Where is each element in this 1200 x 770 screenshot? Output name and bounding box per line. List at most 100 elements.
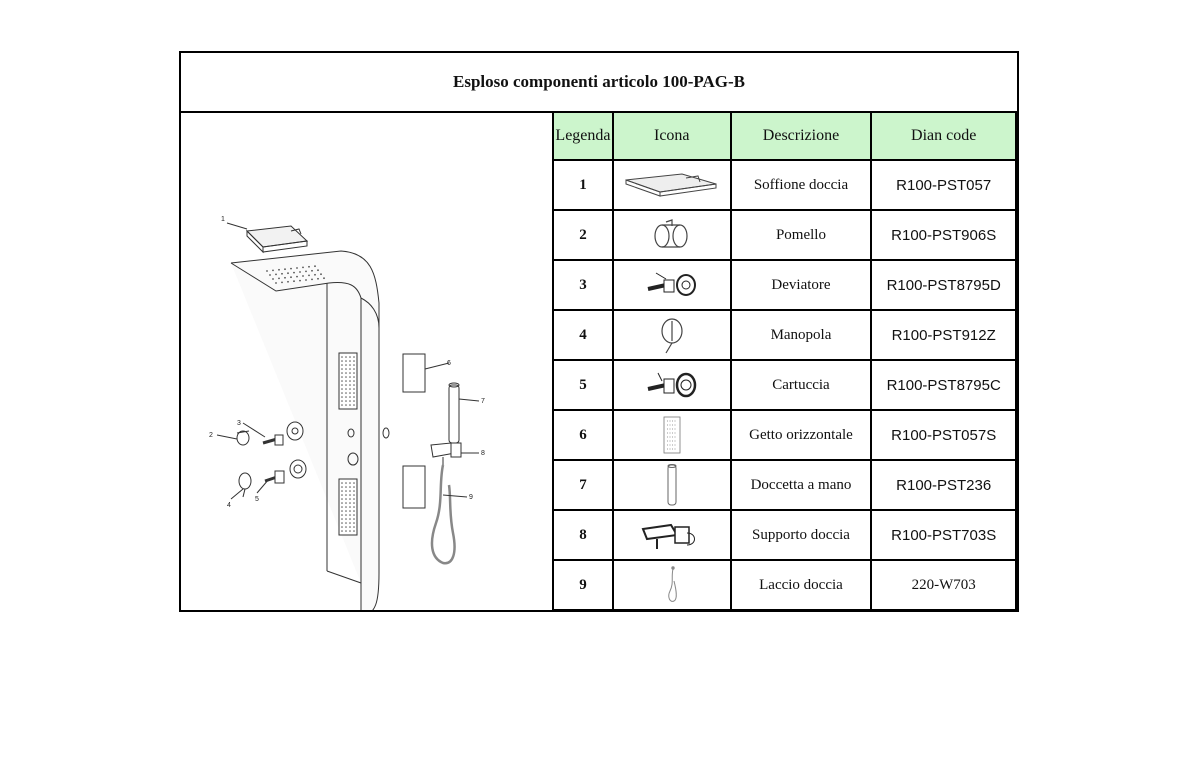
- nozzle-dot: [353, 392, 355, 394]
- nozzle-dot: [345, 368, 347, 370]
- nozzle-dot: [353, 518, 355, 520]
- nozzle-dot: [353, 498, 355, 500]
- nozzle-dot: [341, 368, 343, 370]
- nozzle-dot: [290, 276, 292, 279]
- nozzle-dot: [353, 482, 355, 484]
- nozzle-dot: [345, 490, 347, 492]
- nozzle-dot: [341, 360, 343, 362]
- nozzle-dot: [345, 356, 347, 358]
- nozzle-dot: [345, 514, 347, 516]
- shower-hose-icon: [668, 566, 677, 602]
- nozzle-dot: [349, 356, 351, 358]
- side-jet-icon: [663, 416, 681, 454]
- row-code: R100-PST912Z: [870, 309, 1017, 361]
- table-row: 2 Pomello R100-PST906S: [552, 209, 1017, 261]
- row-code: R100-PST057S: [870, 409, 1017, 461]
- nozzle-dot: [353, 404, 355, 406]
- nozzle-dot: [349, 368, 351, 370]
- nozzle-dot: [353, 364, 355, 366]
- nozzle-dot: [272, 269, 274, 272]
- nozzle-dot: [341, 490, 343, 492]
- nozzle-dot: [353, 380, 355, 382]
- header-dian-code: Dian code: [870, 111, 1017, 161]
- nozzle-dot: [353, 368, 355, 370]
- nozzle-dot: [341, 514, 343, 516]
- nozzle-dot: [341, 502, 343, 504]
- nozzle-dot: [349, 360, 351, 362]
- callout-8: 8: [481, 450, 485, 457]
- row-legend: 7: [552, 459, 614, 511]
- row-description: Getto orizzontale: [729, 409, 873, 461]
- table-row: 7 Doccetta a mano R100-PST236: [552, 459, 1017, 511]
- nozzle-dot: [353, 360, 355, 362]
- nozzle-dot: [345, 482, 347, 484]
- nozzle-dot: [349, 530, 351, 532]
- nozzle-dot: [341, 364, 343, 366]
- nozzle-dot: [341, 486, 343, 488]
- nozzle-dot: [345, 494, 347, 496]
- table-row: 5 Cartuccia R100-PST8795C: [552, 359, 1017, 411]
- nozzle-dot: [341, 498, 343, 500]
- nozzle-dot: [349, 522, 351, 524]
- nozzle-dot: [353, 526, 355, 528]
- nozzle-dot: [349, 372, 351, 374]
- nozzle-dot: [349, 506, 351, 508]
- exploded-drawing: 1 2 3 4 5 6 7 8 9: [181, 113, 552, 610]
- nozzle-dot: [317, 277, 319, 280]
- table-row: 4 Manopola R100-PST912Z: [552, 309, 1017, 361]
- nozzle-dot: [314, 265, 316, 268]
- nozzle-dot: [345, 396, 347, 398]
- row-legend: 8: [552, 509, 614, 561]
- row-description: Cartuccia: [729, 359, 873, 411]
- nozzle-dot: [293, 280, 295, 283]
- table-row: 8 Supporto doccia R100-PST703S: [552, 509, 1017, 561]
- shower-panel-drawing: 1 2 3 4 5 6 7 8 9: [209, 216, 485, 610]
- row-description: Soffione doccia: [729, 159, 873, 211]
- nozzle-dot: [349, 384, 351, 386]
- nozzle-dot: [341, 522, 343, 524]
- nozzle-dot: [287, 272, 289, 275]
- callout-4: 4: [227, 502, 231, 509]
- nozzle-dot: [353, 376, 355, 378]
- nozzle-dot: [353, 506, 355, 508]
- nozzle-dot: [353, 388, 355, 390]
- nozzle-dot: [345, 518, 347, 520]
- nozzle-dot: [349, 494, 351, 496]
- nozzle-dot: [345, 388, 347, 390]
- nozzle-dot: [353, 522, 355, 524]
- nozzle-dot: [349, 388, 351, 390]
- nozzle-dot: [353, 510, 355, 512]
- cartridge-icon: [647, 372, 697, 398]
- nozzle-dot: [353, 486, 355, 488]
- nozzle-dot: [349, 392, 351, 394]
- nozzle-dot: [341, 530, 343, 532]
- nozzle-dot: [278, 277, 280, 280]
- nozzle-dot: [353, 494, 355, 496]
- nozzle-dot: [353, 530, 355, 532]
- nozzle-dot: [345, 502, 347, 504]
- nozzle-dot: [349, 526, 351, 528]
- nozzle-dot: [296, 275, 298, 278]
- nozzle-dot: [308, 274, 310, 277]
- nozzle-dot: [308, 265, 310, 268]
- nozzle-dot: [349, 518, 351, 520]
- nozzle-dot: [353, 490, 355, 492]
- nozzle-dot: [302, 266, 304, 269]
- nozzle-dot: [353, 356, 355, 358]
- row-description: Pomello: [729, 209, 873, 261]
- nozzle-dot: [345, 392, 347, 394]
- nozzle-dot: [290, 267, 292, 270]
- nozzle-dot: [341, 372, 343, 374]
- row-description: Doccetta a mano: [729, 459, 873, 511]
- nozzle-dot: [349, 490, 351, 492]
- row-legend: 2: [552, 209, 614, 261]
- nozzle-dot: [353, 502, 355, 504]
- row-legend: 3: [552, 259, 614, 311]
- nozzle-dot: [349, 482, 351, 484]
- nozzle-dot: [323, 277, 325, 280]
- table-row: 1 Soffione doccia R100-PST057: [552, 159, 1017, 211]
- row-code: R100-PST703S: [870, 509, 1017, 561]
- callout-1: 1: [221, 216, 225, 223]
- page-title: Esploso componenti articolo 100-PAG-B: [181, 53, 1017, 113]
- row-legend: 4: [552, 309, 614, 361]
